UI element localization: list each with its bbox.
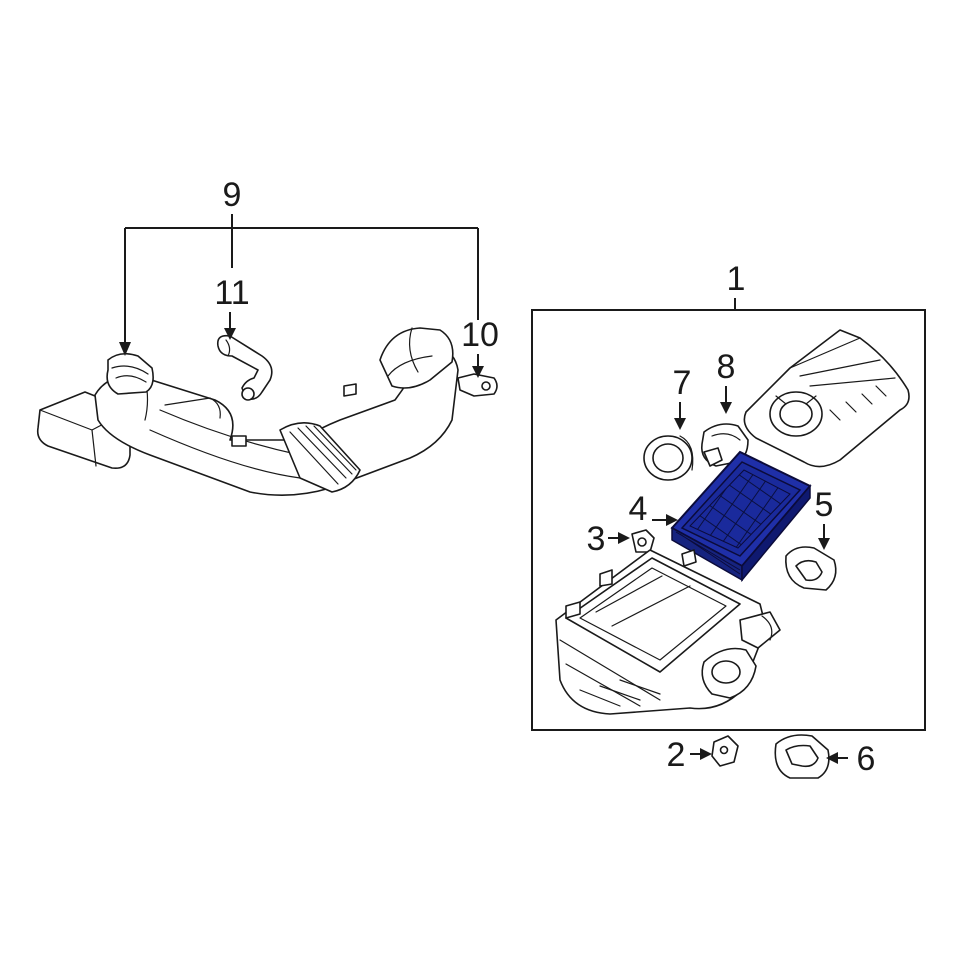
clip-2[interactable] xyxy=(711,735,739,767)
callout-7-leader xyxy=(674,402,686,430)
callout-5-leader xyxy=(818,524,830,550)
callout-1: 1 xyxy=(727,260,746,298)
callout-7: 7 xyxy=(673,364,692,402)
temperature-sensor[interactable] xyxy=(457,373,498,397)
intake-duct-assembly[interactable] xyxy=(36,327,459,496)
callout-11-leader xyxy=(224,312,236,340)
callout-10-leader xyxy=(472,354,484,378)
grommet-5[interactable] xyxy=(785,546,837,591)
clamp-ring-7[interactable] xyxy=(643,435,694,481)
callout-10: 10 xyxy=(461,316,499,354)
callout-11: 11 xyxy=(214,274,249,312)
assembly-1-frame xyxy=(531,309,926,731)
callout-6: 6 xyxy=(857,740,876,778)
air-filter-element[interactable] xyxy=(670,450,812,583)
callout-3: 3 xyxy=(587,520,606,558)
callout-4: 4 xyxy=(629,490,648,528)
callout-9-bracket xyxy=(119,214,479,356)
callout-6-leader xyxy=(826,752,848,764)
callout-5: 5 xyxy=(815,486,834,524)
vacuum-hose[interactable] xyxy=(216,334,273,401)
air-cleaner-housing[interactable] xyxy=(555,549,781,715)
callout-8-leader xyxy=(720,386,732,414)
callout-2: 2 xyxy=(667,736,686,774)
callout-8: 8 xyxy=(717,348,736,386)
callout-3-leader xyxy=(608,532,630,544)
callout-4-leader xyxy=(652,514,678,526)
air-cleaner-cover[interactable] xyxy=(743,329,910,468)
fastener-3[interactable] xyxy=(631,529,655,553)
callout-9: 9 xyxy=(223,176,242,214)
callout-2-leader xyxy=(690,748,712,760)
grommet-6[interactable] xyxy=(774,734,830,779)
